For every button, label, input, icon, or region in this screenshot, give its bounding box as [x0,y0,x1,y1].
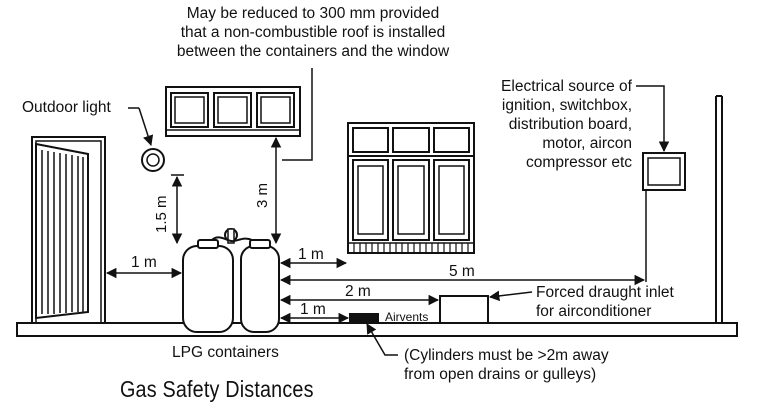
drains-note-line-1: (Cylinders must be >2m away [404,347,609,364]
forced-draught-line-2: for airconditioner [536,303,652,320]
drains-note: (Cylinders must be >2m away from open dr… [404,346,609,384]
electrical-box [642,152,686,191]
dim-label-ignition-distance: 5 m [449,263,475,280]
door [31,136,106,324]
drains-note-line-2: from open drains or gulleys) [404,366,597,383]
dim-label-window-gap: 1 m [298,246,324,263]
roof-note: May be reduced to 300 mm provided that a… [148,4,478,61]
large-window [347,122,475,254]
roof-note-line-3: between the containers and the window [176,43,450,60]
lpg-containers-label: LPG containers [172,344,279,361]
leader-forced-draught [488,290,533,302]
upper-window [165,86,301,137]
ignition-note-line-3: distribution board, [508,116,632,133]
dim-label-light-height: 1.5 m [153,195,170,233]
leader-roof-note [282,68,313,161]
airvents-label: Airvents [385,310,429,324]
diagram-title: Gas Safety Distances [120,376,314,402]
roof-note-line-1: May be reduced to 300 mm provided [186,5,440,22]
leader-drains [366,323,398,356]
ignition-note-line-4: motor, aircon [542,135,632,152]
dim-label-door-gap: 1 m [131,254,157,271]
ignition-note-line-5: compressor etc [526,154,632,171]
forced-draught-line-1: Forced draught inlet [536,284,674,301]
dimension-ignition-distance [279,190,647,286]
roof-note-line-2: that a non-combustible roof is installed [180,24,446,41]
dim-label-inlet-distance: 2 m [345,283,371,300]
ignition-note-line-2: ignition, switchbox, [501,97,632,114]
leader-outdoor-light [128,107,154,146]
dim-label-airvent-distance: 1 m [300,301,326,318]
leader-ignition [636,85,670,153]
ground-slab [16,322,738,337]
forced-draught-note: Forced draught inlet for airconditioner [536,283,674,321]
ignition-note: Electrical source of ignition, switchbox… [440,77,632,172]
lpg-cylinder-left [182,239,234,333]
outdoor-light-label: Outdoor light [22,99,111,116]
airvent [349,313,379,322]
regulator-valve [211,228,253,244]
building-wall [715,95,723,323]
dim-label-window-height: 3 m [254,182,271,208]
forced-draught-inlet [439,295,489,324]
outdoor-light [141,148,165,172]
dimension-light-height [171,174,184,245]
lpg-cylinder-right [240,239,280,333]
ignition-note-line-1: Electrical source of [501,78,632,95]
